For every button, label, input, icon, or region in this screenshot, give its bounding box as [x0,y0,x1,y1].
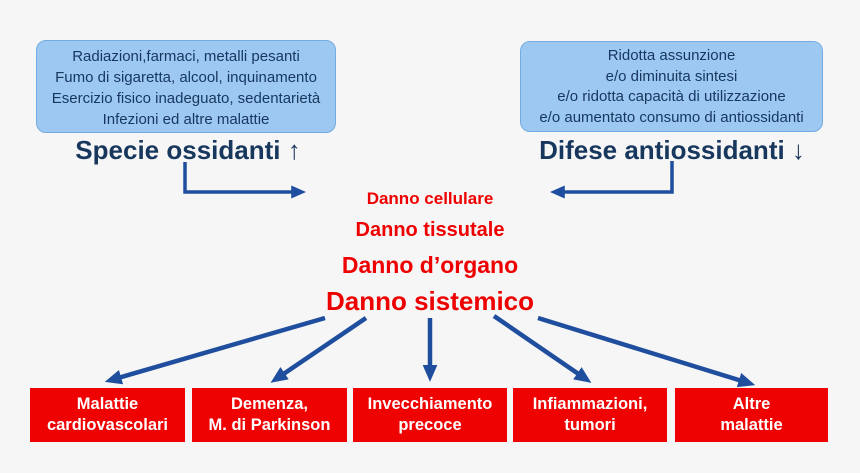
damage-to-dementia-arrow [270,316,368,383]
antioxidant-causes-box: Ridotta assunzione e/o diminuita sintesi… [520,41,823,132]
oxidant-causes-box: Radiazioni,farmaci, metalli pesanti Fumo… [36,40,336,133]
outcome-box-other-diseases: Altre malattie [675,388,828,442]
outcome-line: Altre [732,395,771,413]
antioxidant-cause-line: e/o ridotta capacità di utilizzazione [557,88,786,105]
damage-level-cellular: Danno cellulare [366,189,494,208]
outcome-box-dementia-parkinson: Demenza, M. di Parkinson [192,388,347,442]
damage-level-systemic: Danno sistemico [325,286,535,316]
outcome-line: malattie [720,416,783,434]
outcome-line: Infiammazioni, [532,395,648,413]
outcome-box-premature-aging: Invecchiamento precoce [353,388,507,442]
oxidant-cause-line: Esercizio fisico inadeguato, sedentariet… [51,90,321,107]
outcome-line: Invecchiamento [367,395,493,413]
damage-to-other-diseases-arrow [537,315,756,388]
outcome-box-cardiovascular: Malattie cardiovascolari [30,388,185,442]
antioxidant-cause-line: Ridotta assunzione [607,47,736,64]
oxidants-header: Specie ossidanti ↑ [75,135,301,165]
oxidant-cause-line: Fumo di sigaretta, alcool, inquinamento [55,69,317,86]
outcome-line: Demenza, [230,395,309,413]
damage-level-tissue: Danno tissutale [355,219,505,241]
damage-to-inflammation-arrow [492,314,592,383]
oxidant-cause-line: Infezioni ed altre malattie [102,111,270,128]
damage-level-organ: Danno d’organo [341,252,519,278]
oxidants-to-damage-arrow [183,162,307,199]
antioxidant-cause-line: e/o aumentato consumo di antiossidanti [539,108,804,126]
oxidant-cause-line: Radiazioni,farmaci, metalli pesanti [72,48,300,65]
antioxidant-cause-line: e/o diminuita sintesi [605,67,738,85]
outcome-line: tumori [564,416,616,434]
outcome-line: Malattie [76,395,139,413]
outcome-line: M. di Parkinson [208,416,331,434]
outcome-box-inflammation-tumors: Infiammazioni, tumori [513,388,667,442]
outcome-line: precoce [398,416,462,434]
antioxidants-header: Difese antiossidanti ↓ [539,135,805,165]
outcome-line: cardiovascolari [46,416,169,434]
damage-to-cardiovascular-arrow [104,315,326,385]
